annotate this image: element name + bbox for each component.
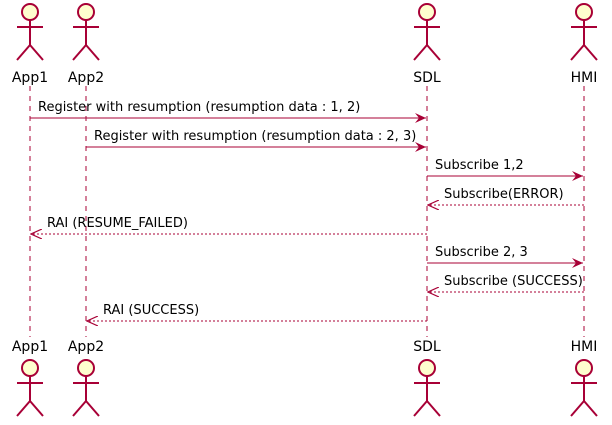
message-8: RAI (SUCCESS) (87, 303, 427, 321)
app1-bottom-actor-icon (16, 359, 44, 417)
participant-label-top-sdl: SDL (413, 70, 441, 86)
message-4: Subscribe(ERROR) (428, 187, 584, 205)
messages: Register with resumption (resumption dat… (30, 100, 584, 321)
message-label-7: Subscribe (SUCCESS) (444, 274, 583, 289)
participant-label-bottom-sdl: SDL (413, 339, 441, 355)
participant-label-bottom-app2: App2 (68, 339, 104, 355)
app1-top-actor-icon (16, 3, 44, 61)
lifelines (29, 86, 585, 337)
message-1: Register with resumption (resumption dat… (30, 100, 426, 123)
message-label-5: RAI (RESUME_FAILED) (47, 216, 188, 231)
message-label-3: Subscribe 1,2 (435, 158, 524, 173)
participant-label-top-app1: App1 (12, 70, 48, 86)
app2-bottom-actor-icon (72, 359, 100, 417)
hmi-bottom-actor-icon (570, 359, 598, 417)
message-label-2: Register with resumption (resumption dat… (94, 129, 416, 144)
hmi-top-actor-icon (570, 3, 598, 61)
participant-label-top-app2: App2 (68, 70, 104, 86)
participant-label-top-hmi: HMI (571, 70, 598, 86)
message-label-6: Subscribe 2, 3 (435, 245, 528, 260)
message-6: Subscribe 2, 3 (427, 245, 583, 268)
app2-top-actor-icon (72, 3, 100, 61)
sdl-top-actor-icon (413, 3, 441, 61)
message-5: RAI (RESUME_FAILED) (31, 216, 427, 234)
message-3: Subscribe 1,2 (427, 158, 583, 181)
participant-label-bottom-hmi: HMI (571, 339, 598, 355)
sdl-bottom-actor-icon (413, 359, 441, 417)
message-label-1: Register with resumption (resumption dat… (38, 100, 360, 115)
message-2: Register with resumption (resumption dat… (86, 129, 426, 152)
participant-label-bottom-app1: App1 (12, 339, 48, 355)
message-label-4: Subscribe(ERROR) (444, 187, 564, 202)
message-7: Subscribe (SUCCESS) (428, 274, 584, 292)
message-label-8: RAI (SUCCESS) (103, 303, 199, 318)
